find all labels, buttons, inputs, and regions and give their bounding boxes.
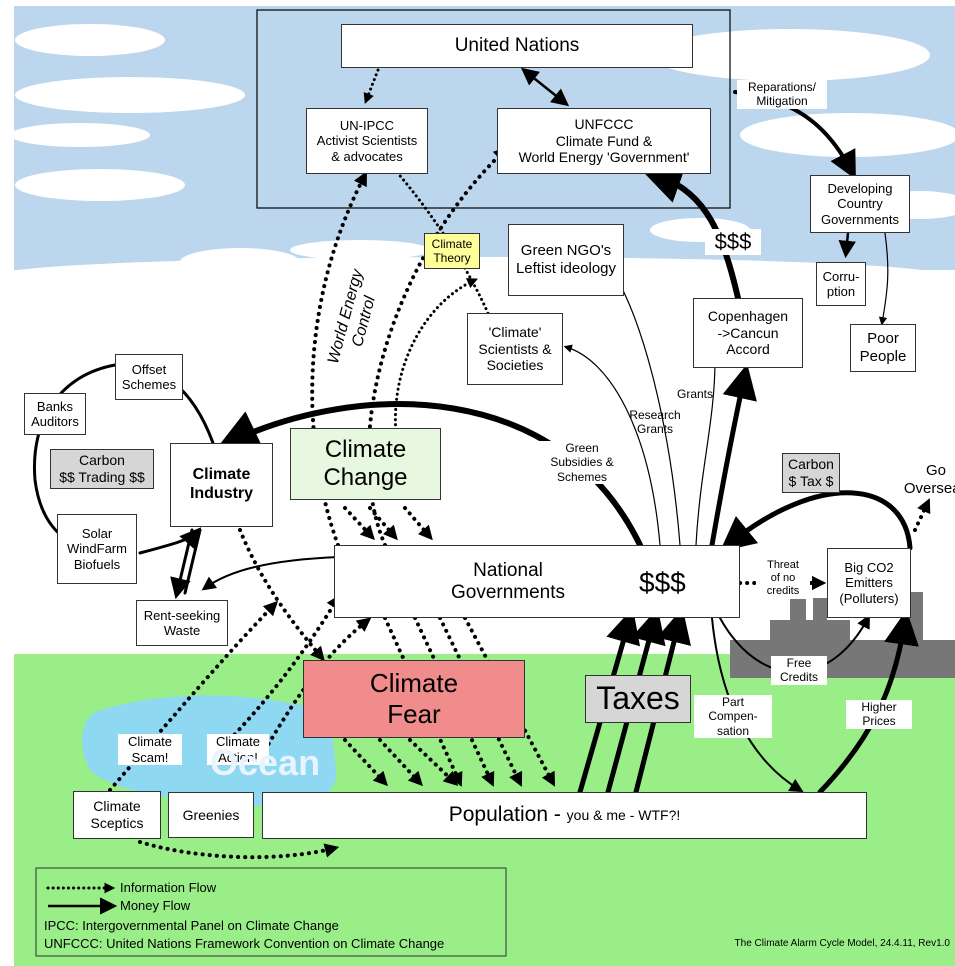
grants-label: Grants <box>676 387 713 401</box>
un-ipcc-box: UN-IPCC Activist Scientists & advocates <box>306 108 428 174</box>
research-grants-label: Research Grants <box>629 408 681 437</box>
reparations-label: Reparations/ Mitigation <box>737 80 827 109</box>
national-dollars-label: $$$ <box>639 567 686 598</box>
taxes-box: Taxes <box>585 675 691 723</box>
population-sub-label: you & me - WTF?! <box>566 807 681 824</box>
big-co2-emitters-box: Big CO2 Emitters (Polluters) <box>827 548 911 618</box>
united-nations-box: United Nations <box>341 24 693 68</box>
un-frame <box>256 9 731 209</box>
climate-industry-box: Climate Industry <box>170 443 273 527</box>
threat-credits-label: Threat of no credits <box>756 559 810 599</box>
climate-sceptics-box: Climate Sceptics <box>73 791 161 839</box>
carbon-tax-box: Carbon $ Tax $ <box>782 453 840 493</box>
part-compensation-label: Part Compen- sation <box>694 695 772 739</box>
national-governments-box: National Governments $$$ <box>334 545 740 618</box>
national-governments-label: National Governments <box>450 560 566 604</box>
green-subsidies-label: Green Subsidies & Schemes <box>535 441 629 485</box>
solar-windfarm-box: Solar WindFarm Biofuels <box>57 514 137 584</box>
un-unfccc-link <box>520 67 570 107</box>
diagram-credit: The Climate Alarm Cycle Model, 24.4.11, … <box>734 938 950 949</box>
legend-box <box>35 867 507 957</box>
greenies-box: Greenies <box>168 792 254 838</box>
population-box: Population - you & me - WTF?! <box>262 792 867 839</box>
banks-auditors-box: Banks Auditors <box>24 393 86 435</box>
poor-people-box: Poor People <box>850 324 916 372</box>
population-label: Population - <box>448 803 567 827</box>
climate-change-box: Climate Change <box>290 428 441 500</box>
offset-schemes-box: Offset Schemes <box>115 354 183 400</box>
corruption-box: Corru- ption <box>816 262 866 306</box>
go-overseas-label: Go Overseas <box>903 462 955 497</box>
legend-ipcc-definition: IPCC: Intergovernmental Panel on Climate… <box>44 918 339 933</box>
dollars-label: $$$ <box>705 229 761 256</box>
green-ngos-box: Green NGO's Leftist ideology <box>508 224 624 296</box>
legend-information-flow: Information Flow <box>120 880 217 895</box>
developing-countries-box: Developing Country Governments <box>810 175 910 233</box>
rent-seeking-box: Rent-seeking Waste <box>136 600 228 646</box>
climate-scam-label: Climate Scam! <box>118 734 182 766</box>
climate-action-label: Climate Action! <box>207 734 269 766</box>
higher-prices-label: Higher Prices <box>846 700 912 729</box>
unfccc-box: UNFCCC Climate Fund & World Energy 'Gove… <box>497 108 711 174</box>
climate-theory-box: Climate Theory <box>424 233 480 269</box>
legend-money-flow: Money Flow <box>120 898 191 913</box>
free-credits-label: Free Credits <box>771 656 827 685</box>
legend-unfccc-definition: UNFCCC: United Nations Framework Convent… <box>44 936 445 951</box>
carbon-trading-box: Carbon $$ Trading $$ <box>50 449 154 489</box>
climate-scientists-box: 'Climate' Scientists & Societies <box>467 313 563 385</box>
copenhagen-box: Copenhagen ->Cancun Accord <box>693 298 803 368</box>
ocean-label: Ocean <box>210 742 321 783</box>
climate-fear-box: Climate Fear <box>303 660 525 738</box>
